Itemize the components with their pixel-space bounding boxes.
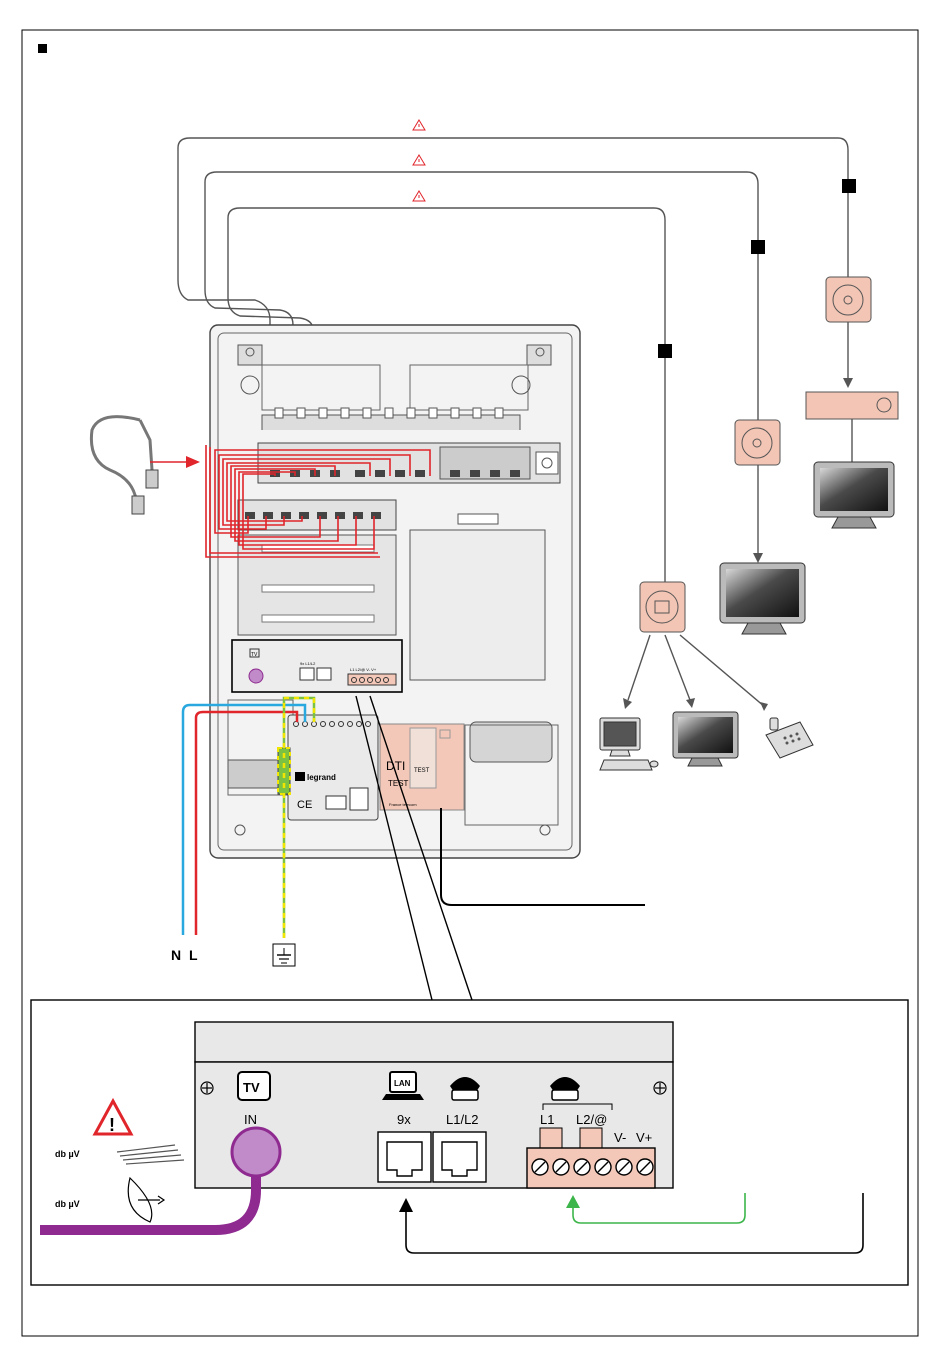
- satellite-signal-label: db µV: [55, 1199, 80, 1209]
- earth-icon: [273, 944, 295, 966]
- neutral-label: N: [171, 947, 181, 963]
- mini-lan-labels: 9x L1/L2: [300, 661, 316, 666]
- terminal-label-vplus: V+: [636, 1130, 652, 1145]
- telephone-icon: [766, 718, 813, 758]
- test-box-footer: France telecom: [389, 802, 417, 807]
- decoder-box-icon: [806, 392, 898, 419]
- tv-icon-label: TV: [243, 1080, 260, 1095]
- rj45-label-9x: 9x: [397, 1112, 411, 1127]
- live-label: L: [189, 947, 198, 963]
- rj45-wall-socket-icon: [640, 582, 685, 632]
- terminal-label-l2: L2/@: [576, 1112, 607, 1127]
- coax-wall-socket-icon: [826, 277, 871, 322]
- mini-term-labels: L1 L2/@ V- V+: [350, 667, 377, 672]
- ce-mark: CE: [297, 799, 312, 811]
- tv-icon: [720, 563, 805, 634]
- tv-icon: [673, 712, 738, 766]
- route-warning-icons: [413, 120, 425, 201]
- rj45-port: [378, 1132, 431, 1182]
- terrestrial-signal-label: db µV: [55, 1149, 80, 1159]
- tv-in-label: IN: [244, 1112, 257, 1127]
- terminal-label-l1: L1: [540, 1112, 554, 1127]
- warning-mark: !: [109, 1115, 115, 1135]
- rj45-plug-icon: [132, 470, 158, 514]
- coax-wall-socket-icon: [735, 420, 780, 465]
- rj45-label-l1l2: L1/L2: [446, 1112, 479, 1127]
- insert-arrow: [150, 456, 200, 468]
- brand-label: legrand: [307, 773, 336, 782]
- tv-icon: [814, 462, 894, 528]
- terminal-label-vminus: V-: [614, 1130, 626, 1145]
- comm-module-small: TV 9x L1/L2 L1 L2/@ V- V+: [232, 640, 402, 692]
- conduit-markers: [658, 179, 856, 358]
- section-bullet: [38, 44, 47, 53]
- coax-input-socket: [232, 1128, 280, 1176]
- tv-input-icon: TV: [238, 1072, 270, 1100]
- lan-icon-label: LAN: [394, 1079, 411, 1088]
- test-label: TEST: [414, 768, 430, 774]
- dti-test-box: DTI TEST TEST France telecom: [380, 724, 464, 810]
- rj45-port: [433, 1132, 486, 1182]
- patch-cable-icon: [91, 417, 152, 500]
- computer-icon: [600, 718, 658, 770]
- mini-tv-label: TV: [251, 652, 258, 658]
